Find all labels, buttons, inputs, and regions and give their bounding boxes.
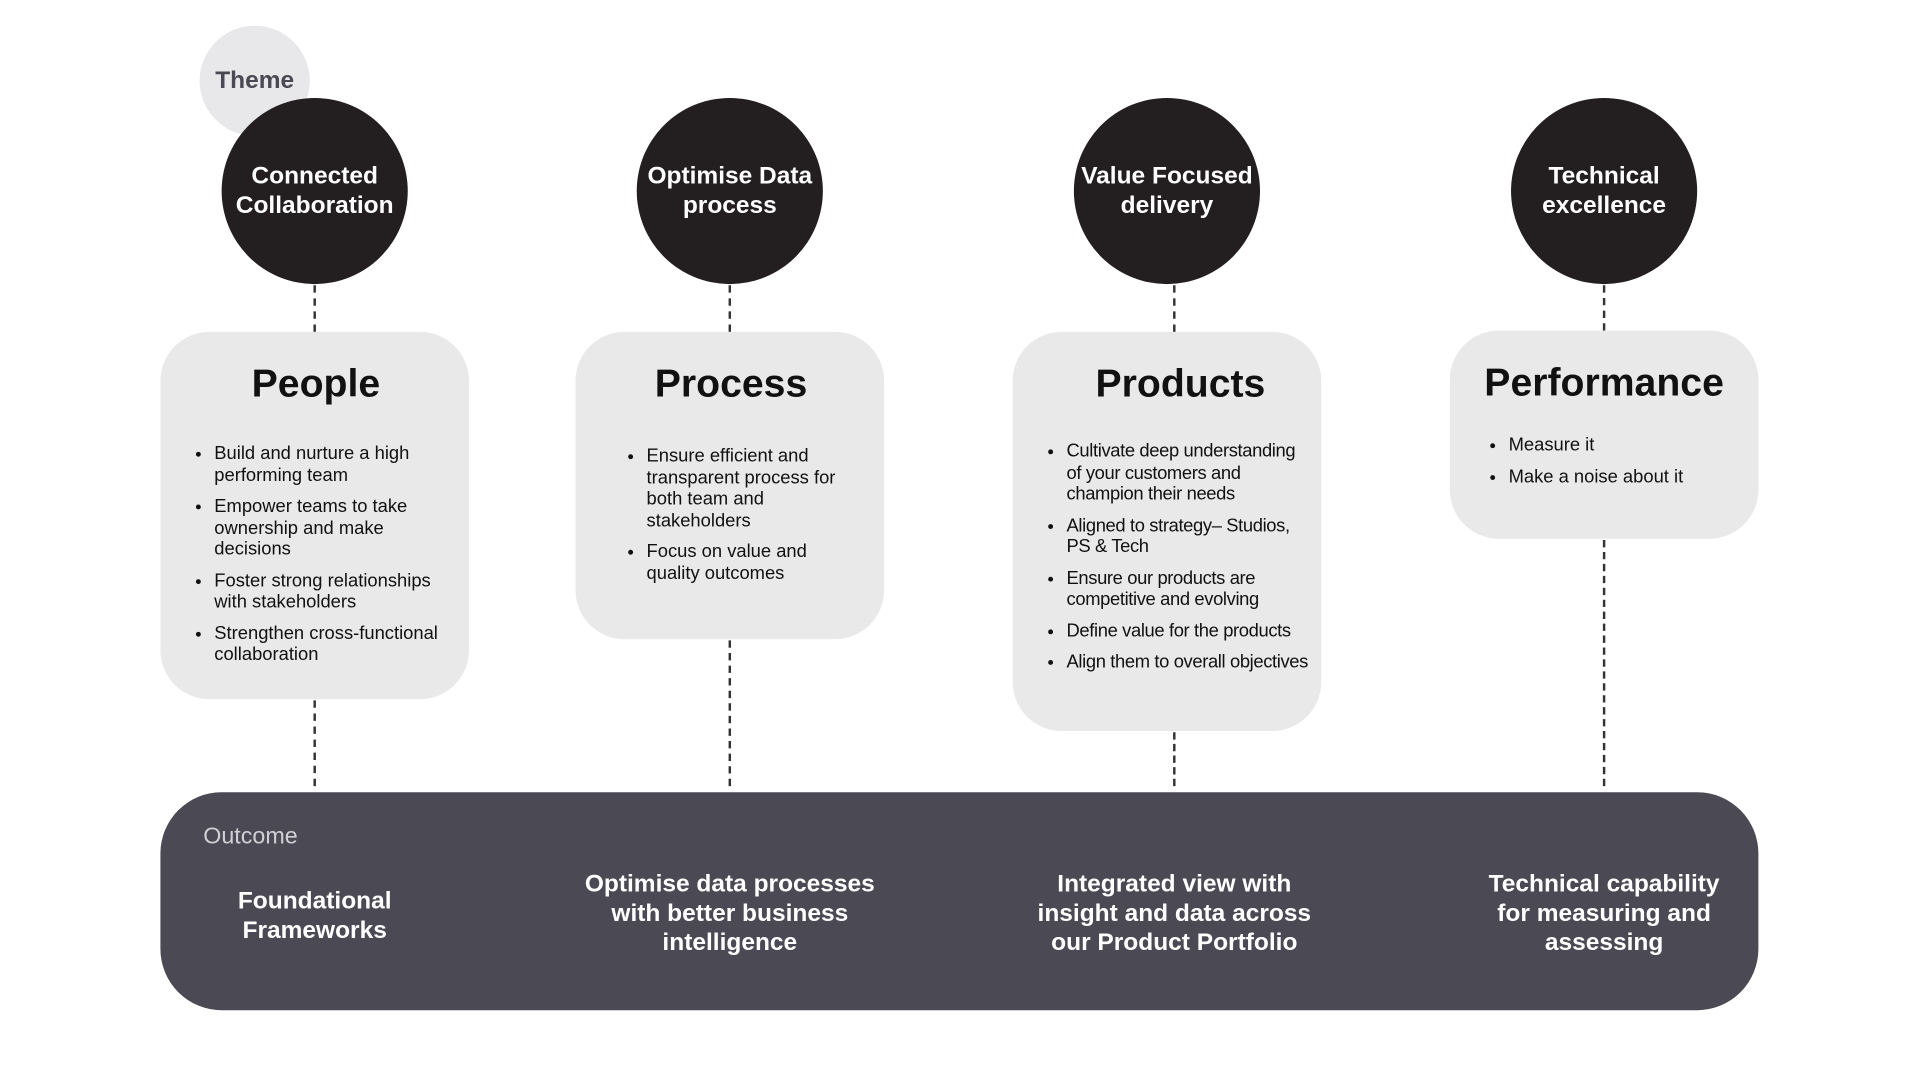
pillar-card-products: Products Cultivate deep understanding of… bbox=[1012, 331, 1322, 732]
bullet-item: Make a noise about it bbox=[1509, 466, 1734, 487]
outcome-text: Integrated view with insight and data ac… bbox=[1037, 870, 1312, 957]
pillar-card-performance: Performance Measure it Make a noise abou… bbox=[1449, 330, 1759, 539]
theme-circle-optimise-data: Optimise Data process bbox=[636, 97, 823, 285]
connector-line bbox=[728, 285, 732, 332]
bullet-item: Empower teams to take ownership and make… bbox=[214, 496, 444, 560]
theme-title: Connected Collaboration bbox=[235, 162, 394, 220]
theme-circle-value-focused: Value Focused delivery bbox=[1073, 97, 1261, 285]
bullet-item: Ensure efficient and transparent process… bbox=[647, 446, 860, 532]
connector-line bbox=[313, 700, 316, 787]
pillar-title: Performance bbox=[1484, 360, 1724, 405]
theme-title: Value Focused delivery bbox=[1081, 162, 1253, 220]
connector-line bbox=[313, 285, 316, 332]
bullet-item: Align them to overall objectives bbox=[1067, 651, 1309, 672]
pillar-title: People bbox=[251, 361, 381, 406]
theme-circle-connected-collaboration: Connected Collaboration bbox=[221, 97, 408, 285]
bullet-item: Foster strong relationships with stakeho… bbox=[214, 570, 444, 613]
bullet-item: Strengthen cross-functional collaboratio… bbox=[214, 623, 444, 666]
connector-line bbox=[1173, 732, 1176, 787]
bullet-item: Cultivate deep understanding of your cus… bbox=[1067, 441, 1309, 505]
outcome-bar bbox=[160, 792, 1759, 1011]
pillar-title: Process bbox=[654, 361, 808, 406]
pillar-title: Products bbox=[1095, 361, 1266, 406]
pillar-bullets: Measure it Make a noise about it bbox=[1482, 435, 1734, 488]
connector-line bbox=[1602, 285, 1606, 331]
bullet-item: Measure it bbox=[1509, 435, 1734, 456]
connector-line bbox=[1173, 285, 1176, 332]
pillar-card-people: People Build and nurture a high performi… bbox=[160, 331, 469, 700]
theme-label: Theme bbox=[215, 66, 295, 94]
bullet-item: Define value for the products bbox=[1067, 620, 1309, 641]
outcome-label: Outcome bbox=[203, 824, 298, 850]
pillar-bullets: Ensure efficient and transparent process… bbox=[620, 446, 860, 584]
bullet-item: Aligned to strategy– Studios, PS & Tech bbox=[1067, 515, 1309, 558]
outcome-text: Optimise data processes with better busi… bbox=[584, 870, 875, 957]
outcome-text: Foundational Frameworks bbox=[237, 887, 392, 945]
theme-title: Technical excellence bbox=[1542, 162, 1667, 220]
connector-line bbox=[728, 640, 732, 787]
theme-label-bubble: Theme bbox=[199, 25, 310, 136]
pillar-bullets: Build and nurture a high performing team… bbox=[187, 443, 444, 665]
theme-title: Optimise Data process bbox=[647, 162, 813, 220]
theme-circle-technical-excellence: Technical excellence bbox=[1511, 97, 1698, 285]
bullet-item: Ensure our products are competitive and … bbox=[1067, 568, 1309, 611]
outcome-text: Technical capability for measuring and a… bbox=[1488, 870, 1720, 957]
bullet-item: Focus on value and quality outcomes bbox=[647, 541, 860, 584]
bullet-item: Build and nurture a high performing team bbox=[214, 443, 444, 486]
connector-line bbox=[1602, 540, 1606, 787]
pillar-card-process: Process Ensure efficient and transparent… bbox=[575, 331, 885, 640]
pillar-bullets: Cultivate deep understanding of your cus… bbox=[1040, 441, 1309, 673]
